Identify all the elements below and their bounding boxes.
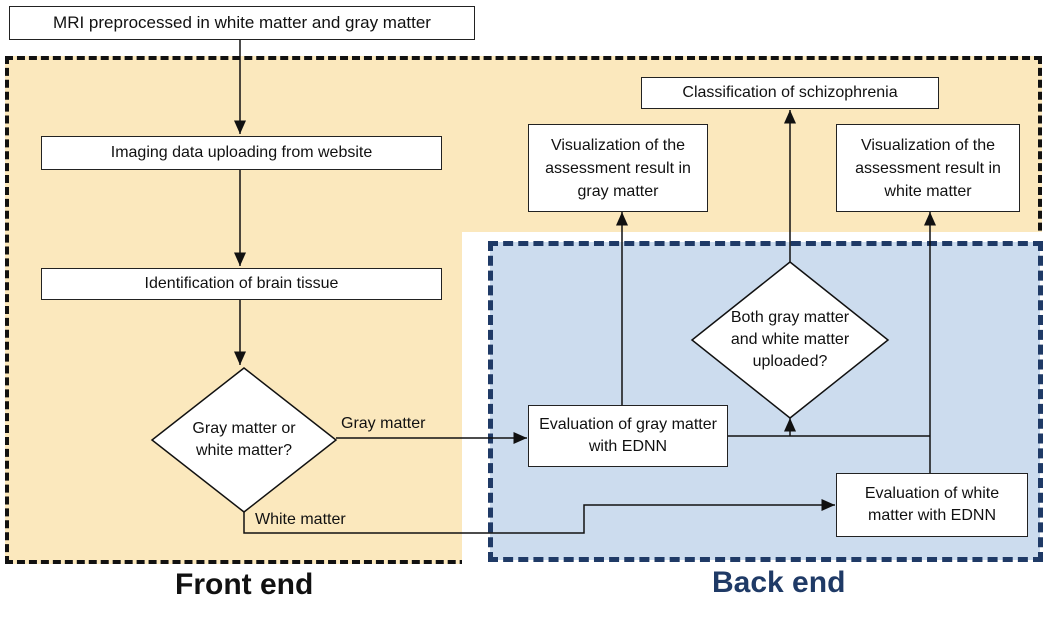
node-eval-white: Evaluation of white matter with EDNN [836, 473, 1028, 537]
decision-both-label: Both gray matter and white matter upload… [730, 309, 850, 370]
edge-label-gray: Gray matter [341, 415, 426, 432]
decision-both-shape [690, 261, 890, 419]
decision-tissue-shape [150, 367, 338, 513]
node-upload: Imaging data uploading from website [41, 136, 442, 170]
node-classification: Classification of schizophrenia [641, 77, 939, 109]
edge-decision-evalwhite [243, 499, 835, 534]
node-identify: Identification of brain tissue [41, 268, 442, 300]
back-end-zone-border [488, 241, 1043, 562]
decision-tissue-label: Gray matter or white matter? [192, 420, 296, 459]
section-label-back: Back end [712, 566, 846, 599]
edge-label-white: White matter [255, 511, 346, 528]
node-eval-gray: Evaluation of gray matter with EDNN [528, 405, 728, 467]
node-viz-gray: Visualization of the assessment result i… [528, 124, 708, 212]
node-mri: MRI preprocessed in white matter and gra… [9, 6, 475, 40]
node-viz-white: Visualization of the assessment result i… [836, 124, 1020, 212]
section-label-front: Front end [175, 568, 314, 601]
